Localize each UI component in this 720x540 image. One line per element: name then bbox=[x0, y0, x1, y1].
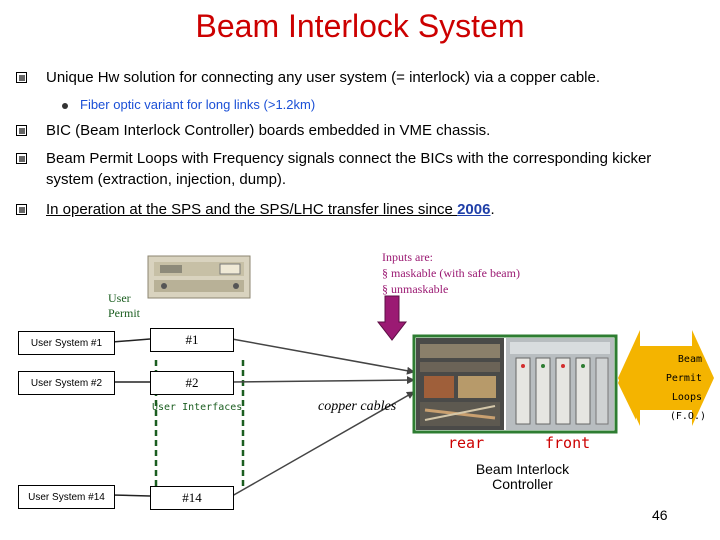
cable-2 bbox=[232, 380, 414, 382]
front-label: front bbox=[545, 434, 590, 452]
interface-14: #14 bbox=[150, 486, 234, 510]
user-system-2: User System #2 bbox=[18, 371, 115, 395]
rear-label: rear bbox=[448, 434, 484, 452]
user-system-1: User System #1 bbox=[18, 331, 115, 355]
loops-label: Beam Permit Loops (F.O.) bbox=[618, 350, 714, 426]
inputs-title: Inputs are: bbox=[382, 249, 520, 265]
copper-cables-label: copper cables bbox=[318, 399, 396, 415]
interface-2: #2 bbox=[150, 371, 234, 395]
user-system-14: User System #14 bbox=[18, 485, 115, 509]
user-interface-module-photo bbox=[148, 256, 250, 298]
inputs-item-1: § maskable (with safe beam) bbox=[382, 265, 520, 281]
bic-caption: Beam Interlock Controller bbox=[440, 462, 605, 492]
inputs-item-2: § unmaskable bbox=[382, 281, 520, 297]
user-permit-label: User Permit bbox=[108, 291, 140, 321]
bic-rear-photo bbox=[416, 338, 504, 430]
bic-front-photo bbox=[506, 338, 614, 430]
inputs-block: Inputs are: § maskable (with safe beam) … bbox=[382, 249, 520, 297]
page-number: 46 bbox=[652, 507, 668, 523]
interface-1: #1 bbox=[150, 328, 234, 352]
inputs-arrow bbox=[378, 296, 406, 340]
cable-1 bbox=[232, 339, 414, 372]
link-us14 bbox=[112, 495, 150, 496]
link-us1 bbox=[112, 339, 150, 342]
user-interfaces-label: User Interfaces bbox=[152, 402, 242, 413]
